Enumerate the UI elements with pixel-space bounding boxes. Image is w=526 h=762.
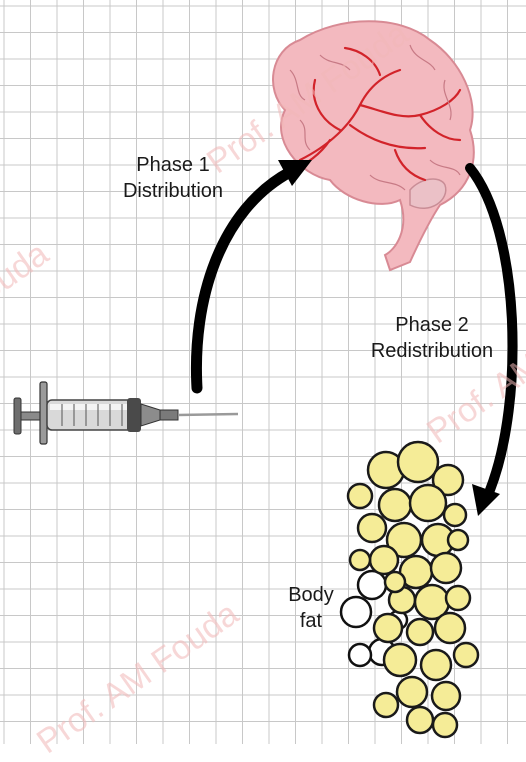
fat-label-line1: Body (276, 582, 346, 608)
syringe-icon (14, 382, 238, 444)
phase1-subtitle: Distribution (98, 178, 248, 204)
diagram-canvas: Phase 1 Distribution Phase 2 Redistribut… (0, 0, 526, 744)
phase2-label: Phase 2 Redistribution (348, 312, 516, 364)
phase2-subtitle: Redistribution (348, 338, 516, 364)
fat-cells-icon (341, 442, 478, 737)
fat-label: Body fat (276, 582, 346, 634)
phase2-title: Phase 2 (348, 312, 516, 338)
fat-label-line2: fat (276, 608, 346, 634)
